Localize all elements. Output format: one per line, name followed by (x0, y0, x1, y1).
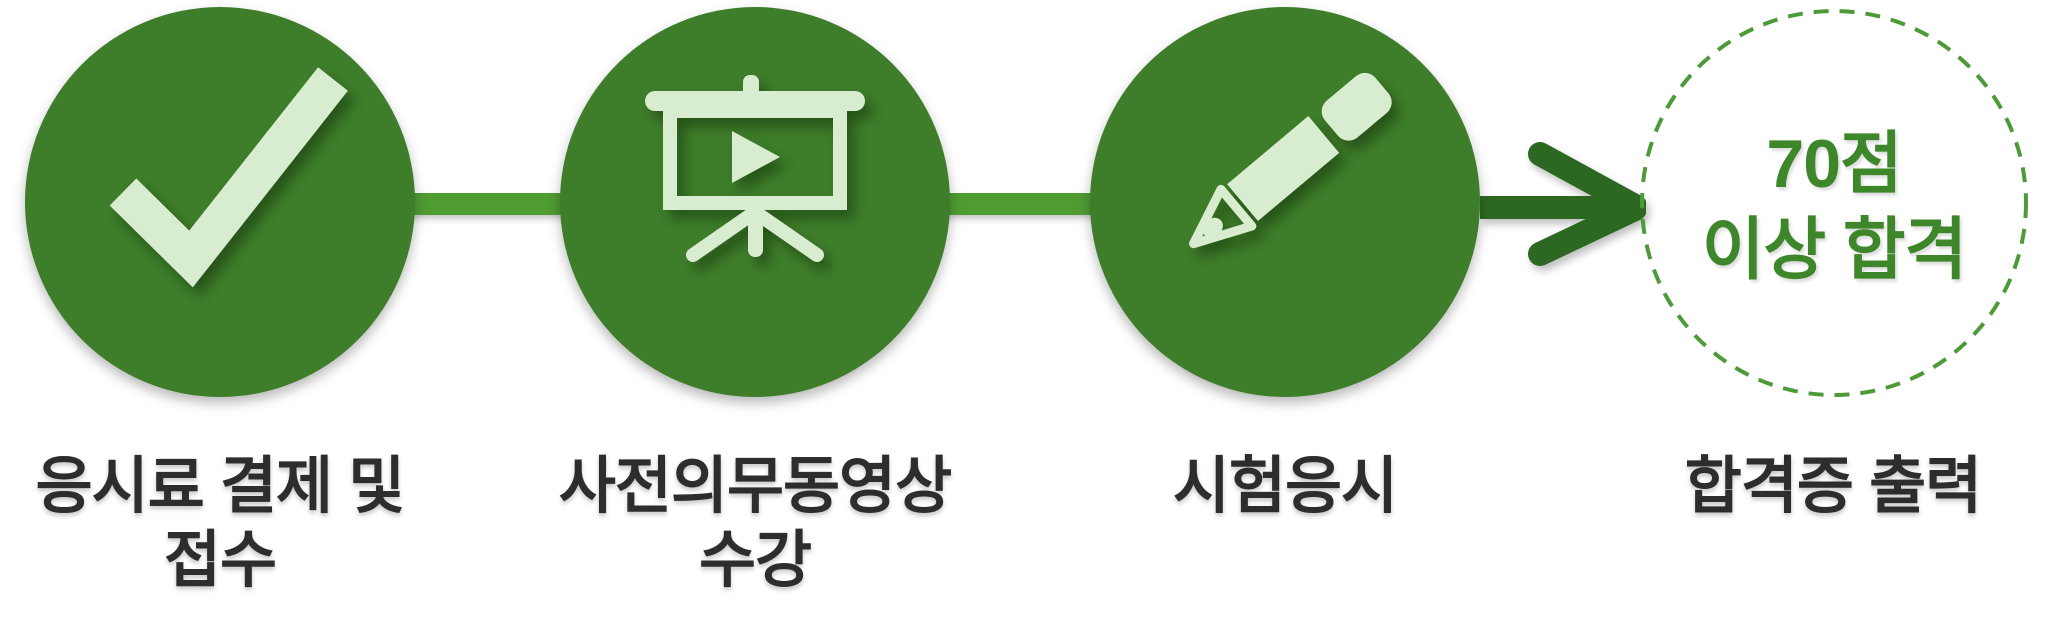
step-label-1: 응시료 결제 및 접수 (35, 452, 406, 595)
pass-score-badge: 70점 이상 합격 (1701, 126, 1967, 288)
step-circle-1 (25, 7, 415, 397)
presentation-screen-icon (645, 75, 865, 262)
pencil-icon (1189, 72, 1392, 249)
step-circle-3 (1090, 7, 1480, 397)
check-icon (109, 67, 348, 288)
arrow-right-icon (1480, 142, 1646, 266)
step-label-2: 사전의무동영상 수강 (558, 452, 952, 595)
dashed-circle-outline (1640, 9, 2028, 397)
step-circle-4-dashed: 70점 이상 합격 (1638, 7, 2030, 399)
step-circle-2 (560, 7, 950, 397)
step-label-4: 합격증 출력 (1684, 452, 1982, 521)
connector-line-2 (930, 193, 1110, 215)
connector-line-1 (400, 193, 580, 215)
step-label-3: 시험응시 (1172, 452, 1398, 521)
